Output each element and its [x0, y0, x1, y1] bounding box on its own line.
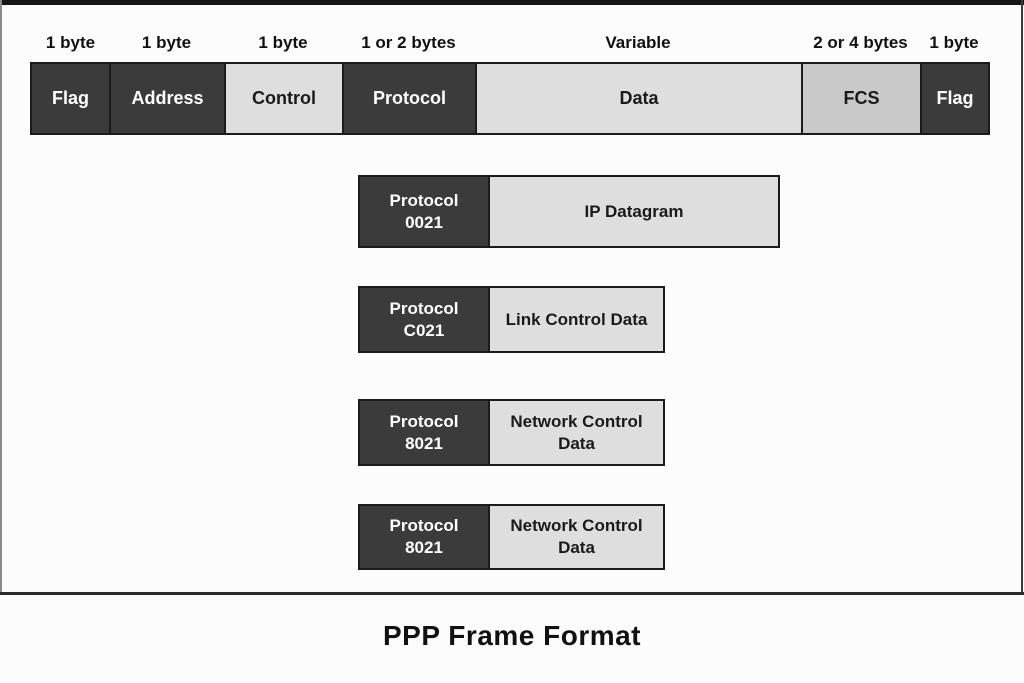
size-label-data: Variable: [605, 33, 671, 52]
protocol-word: Protocol: [389, 516, 459, 535]
protocol-word: Protocol: [389, 190, 459, 210]
payload-label: Network Control Data: [490, 506, 663, 568]
protocol-word: Protocol: [389, 298, 459, 318]
frame-field-address: Address: [109, 64, 224, 133]
top-border-bar: [0, 0, 1024, 5]
protocol-code: 0021: [405, 212, 443, 232]
size-label-protocol: 1 or 2 bytes: [361, 33, 456, 52]
protocol-code-cell: Protocol 8021: [360, 401, 490, 464]
payload-label: Network Control Data: [490, 401, 663, 464]
size-label-flag-end: 1 byte: [929, 33, 979, 52]
protocol-example-ip-datagram: Protocol 0021 IP Datagram: [358, 175, 780, 248]
protocol-code: 8021: [405, 433, 443, 453]
protocol-example-network-control-2: Protocol 8021 Network Control Data: [358, 504, 665, 570]
protocol-code: 8021: [405, 538, 443, 557]
page-title: PPP Frame Format: [382, 620, 642, 651]
left-border-line: [0, 0, 2, 594]
protocol-code-cell: Protocol 0021: [360, 177, 490, 246]
protocol-code-cell: Protocol C021: [360, 288, 490, 351]
size-label-flag: 1 byte: [45, 33, 96, 52]
size-label-fcs: 2 or 4 bytes: [813, 33, 908, 52]
frame-field-flag: Flag: [32, 64, 109, 133]
frame-field-flag-end: Flag: [920, 64, 988, 133]
ppp-frame-row: Flag Address Control Protocol Data FCS F…: [30, 62, 990, 135]
size-label-address: 1 byte: [141, 33, 192, 52]
frame-field-data: Data: [475, 64, 801, 133]
right-border-line: [1021, 0, 1023, 594]
payload-label: Link Control Data: [490, 288, 663, 351]
frame-field-protocol: Protocol: [342, 64, 475, 133]
frame-field-fcs: FCS: [801, 64, 920, 133]
protocol-example-network-control-1: Protocol 8021 Network Control Data: [358, 399, 665, 466]
protocol-code: C021: [403, 320, 445, 340]
byte-size-labels-row: 1 byte 1 byte 1 byte 1 or 2 bytes Variab…: [30, 30, 990, 56]
payload-label: IP Datagram: [490, 177, 778, 246]
protocol-word: Protocol: [389, 411, 459, 431]
separator-line: [0, 592, 1024, 595]
protocol-example-link-control: Protocol C021 Link Control Data: [358, 286, 665, 353]
protocol-code-cell: Protocol 8021: [360, 506, 490, 568]
frame-field-control: Control: [224, 64, 342, 133]
size-label-control: 1 byte: [258, 33, 308, 52]
